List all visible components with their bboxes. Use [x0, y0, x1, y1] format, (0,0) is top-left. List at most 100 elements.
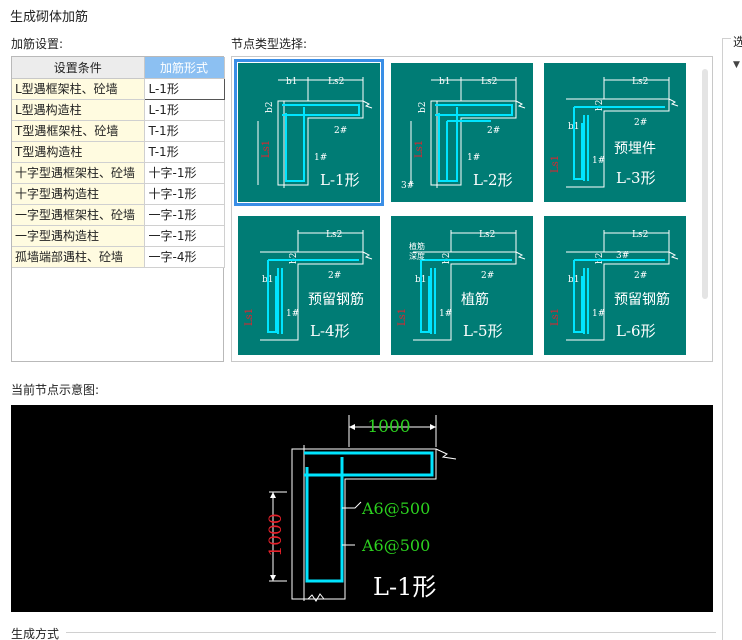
depth-label-1: 植筋 [409, 241, 425, 251]
bar-2-label: 2# [334, 126, 347, 136]
dim-b2: b2 [289, 253, 299, 265]
preview-drawing: 1000 1000 A6@500 A6@500 L-1形 [266, 415, 457, 602]
node-caption: 预埋件 [614, 141, 656, 157]
leader-upper [342, 501, 362, 509]
dim-b2: b2 [442, 253, 452, 265]
node-name: L-5形 [463, 322, 503, 340]
dim-b1: b1 [439, 77, 451, 87]
rebar-1 [305, 457, 344, 583]
bar-2-label: 2# [487, 126, 500, 136]
right-dropdown-arrow-icon[interactable]: ▼ [733, 60, 740, 70]
settings-condition-cell: 十字型遇构造柱 [12, 183, 145, 205]
dim-b2: b2 [595, 253, 605, 265]
dim-ls2: Ls2 [632, 230, 648, 240]
settings-form-cell[interactable]: T-1形 [144, 120, 225, 142]
dim-b2: b2 [595, 100, 605, 112]
header-form[interactable]: 加筋形式 [144, 57, 225, 79]
dim-b1: b1 [286, 77, 298, 87]
bar-1-label: 1# [314, 153, 327, 163]
dim-ls2: Ls2 [326, 230, 342, 240]
settings-row[interactable]: 十字型遇构造柱十字-1形 [12, 183, 225, 205]
settings-form-cell[interactable]: 一字-1形 [144, 225, 225, 247]
break-mark-bottom [307, 593, 325, 602]
settings-row[interactable]: 一字型遇框架柱、砼墙一字-1形 [12, 204, 225, 226]
settings-form-cell[interactable]: L-1形 [144, 99, 225, 121]
dim-ls2: Ls2 [481, 77, 497, 87]
dim-b2: b2 [265, 102, 275, 114]
bar-2-label: 2# [481, 271, 494, 281]
settings-form-cell[interactable]: 十字-1形 [144, 183, 225, 205]
preview-node-name: L-1形 [373, 573, 436, 601]
settings-condition-cell: L型遇构造柱 [12, 99, 145, 121]
bar-1-label: 1# [592, 156, 605, 166]
window-title: 生成砌体加筋 [10, 10, 89, 25]
settings-form-cell[interactable]: L-1形 [143, 77, 225, 100]
settings-row[interactable]: 十字型遇框架柱、砼墙十字-1形 [12, 162, 225, 184]
settings-condition-cell: 一字型遇构造柱 [12, 225, 145, 247]
bar-1-label: 1# [286, 309, 299, 319]
bar-3-label: 3# [401, 181, 414, 191]
settings-condition-cell: T型遇构造柱 [12, 141, 145, 163]
generate-divider [66, 632, 716, 633]
dim-ls1: Ls1 [414, 140, 425, 158]
generate-label: 生成方式 [11, 627, 60, 640]
settings-form-cell[interactable]: 一字-4形 [144, 246, 225, 268]
dim-ls1: Ls1 [550, 308, 561, 326]
gallery-scrollbar[interactable] [700, 61, 710, 359]
settings-form-cell[interactable]: T-1形 [144, 141, 225, 163]
settings-label: 加筋设置: [11, 37, 64, 51]
dim-ls2: Ls2 [632, 77, 648, 87]
settings-condition-cell: 十字型遇框架柱、砼墙 [12, 162, 145, 184]
break-mark-right [348, 415, 457, 460]
settings-condition-cell: L型遇框架柱、砼墙 [12, 78, 145, 100]
dim-top-text: 1000 [367, 417, 410, 437]
preview-label: 当前节点示意图: [11, 383, 100, 397]
dim-ls1: Ls1 [550, 155, 561, 173]
settings-form-cell[interactable]: 十字-1形 [144, 162, 225, 184]
settings-form-cell[interactable]: 一字-1形 [144, 204, 225, 226]
dim-ls2: Ls2 [479, 230, 495, 240]
bar-1-label: 1# [439, 309, 452, 319]
dim-left-ticks [269, 491, 287, 582]
bar-2-label: 2# [328, 271, 341, 281]
node-caption: 预留钢筋 [308, 291, 364, 308]
nodes-label: 节点类型选择: [231, 37, 308, 51]
node-name: L-2形 [473, 171, 513, 189]
node-caption: 植筋 [461, 291, 489, 308]
bar-1-label: 1# [467, 153, 480, 163]
settings-row[interactable]: 孤墙端部遇柱、砼墙一字-4形 [12, 246, 225, 268]
bar-2-label: 2# [634, 118, 647, 128]
settings-condition-cell: T型遇框架柱、砼墙 [12, 120, 145, 142]
bar-3-label: 3# [616, 251, 629, 261]
settings-condition-cell: 一字型遇框架柱、砼墙 [12, 204, 145, 226]
settings-row[interactable]: 一字型遇构造柱一字-1形 [12, 225, 225, 247]
bar-1-label: 1# [592, 309, 605, 319]
dim-ls1: Ls1 [397, 308, 408, 326]
header-condition[interactable]: 设置条件 [12, 57, 145, 79]
bar-2-label: 2# [634, 271, 647, 281]
scrollbar-thumb[interactable] [702, 69, 708, 299]
rebar-upper-label: A6@500 [361, 499, 430, 518]
node-caption: 预留钢筋 [614, 291, 670, 308]
rebar-2 [304, 451, 434, 477]
dim-ls1: Ls1 [261, 140, 272, 158]
node-name: L-1形 [320, 171, 360, 189]
node-name: L-6形 [616, 322, 656, 340]
